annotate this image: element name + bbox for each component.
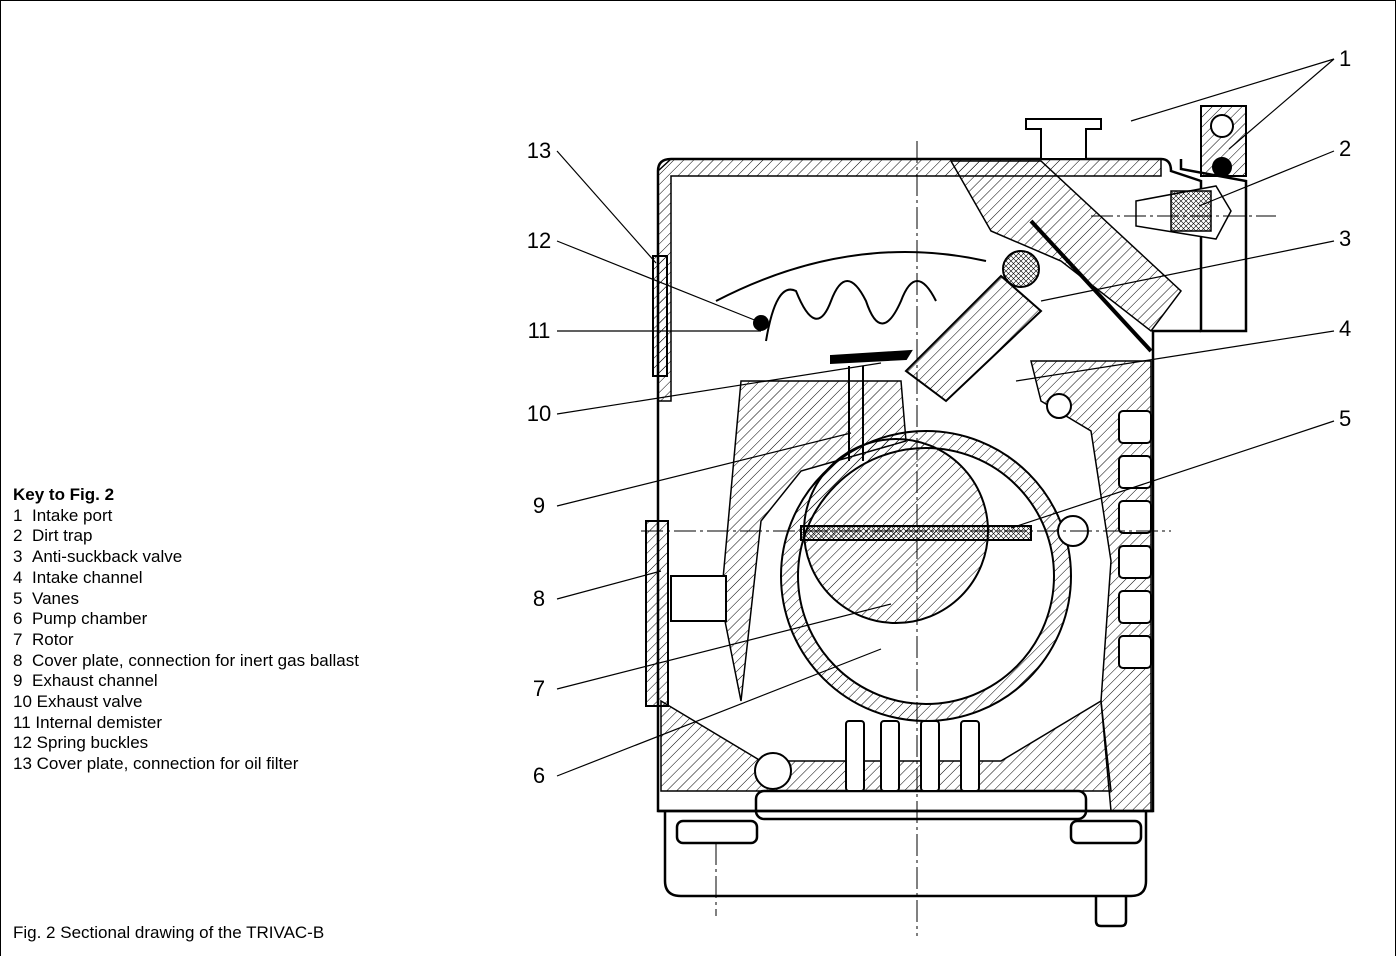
key-label: Cover plate, connection for inert gas ba…: [32, 650, 359, 670]
callout-8: 8: [533, 586, 545, 611]
key-number: 2: [13, 526, 23, 546]
key-label: Exhaust valve: [36, 692, 143, 712]
key-number: 8: [13, 650, 23, 670]
callout-4: 4: [1339, 316, 1351, 341]
dirt-trap: [1135, 185, 1232, 240]
key-label: Anti-suckback valve: [32, 547, 183, 567]
key-number: 12: [13, 733, 32, 753]
callout-12: 12: [527, 228, 551, 253]
key-number: 10: [13, 692, 32, 712]
leader-lines: [556, 58, 1335, 777]
anti-suckback-valve: [904, 219, 1153, 403]
key-label: Intake channel: [32, 567, 143, 587]
key-label: Exhaust channel: [32, 671, 158, 691]
key-label: Dirt trap: [32, 526, 93, 546]
key-number: 7: [13, 629, 23, 649]
cover-plates: [645, 255, 727, 707]
figure-key-title: Key to Fig. 2: [13, 485, 115, 504]
key-item-9: 9 Exhaust channel: [13, 671, 359, 692]
key-label: Internal demister: [35, 712, 163, 732]
key-item-7: 7 Rotor: [13, 630, 359, 651]
callout-5: 5: [1339, 406, 1351, 431]
key-number: 3: [13, 547, 23, 567]
key-item-10: 10 Exhaust valve: [13, 692, 359, 713]
callout-2: 2: [1339, 136, 1351, 161]
key-item-3: 3 Anti-suckback valve: [13, 547, 359, 568]
key-number: 9: [13, 671, 23, 691]
key-number: 13: [13, 754, 32, 774]
key-number: 5: [13, 588, 23, 608]
callout-13: 13: [527, 138, 551, 163]
callout-9: 9: [533, 493, 545, 518]
key-item-1: 1 Intake port: [13, 506, 359, 527]
key-item-5: 5 Vanes: [13, 589, 359, 610]
key-label: Rotor: [32, 629, 74, 649]
key-label: Vanes: [32, 588, 79, 608]
callout-10: 10: [527, 401, 551, 426]
key-item-2: 2 Dirt trap: [13, 526, 359, 547]
key-item-11: 11 Internal demister: [13, 713, 359, 734]
key-item-13: 13 Cover plate, connection for oil filte…: [13, 754, 359, 775]
callout-1: 1: [1339, 46, 1351, 71]
center-lines: [641, 141, 1276, 936]
key-number: 11: [13, 712, 31, 732]
key-label: Intake port: [32, 505, 113, 525]
key-item-6: 6 Pump chamber: [13, 609, 359, 630]
key-number: 6: [13, 609, 23, 629]
key-label: Pump chamber: [32, 609, 148, 629]
key-number: 4: [13, 567, 23, 587]
key-item-12: 12 Spring buckles: [13, 733, 359, 754]
key-number: 1: [13, 505, 23, 525]
callout-numbers: 1 2 3 4 5 6 7 8 9 10 11 12 13: [527, 46, 1351, 788]
callout-7: 7: [533, 676, 545, 701]
cooling-fins: [845, 410, 1152, 792]
key-label: Spring buckles: [36, 733, 149, 753]
key-item-4: 4 Intake channel: [13, 568, 359, 589]
callout-6: 6: [533, 763, 545, 788]
key-label: Cover plate, connection for oil filter: [36, 754, 299, 774]
key-item-8: 8 Cover plate, connection for inert gas b…: [13, 651, 359, 672]
callout-3: 3: [1339, 226, 1351, 251]
pump-rotor-assembly: [754, 393, 1089, 790]
callout-11: 11: [528, 318, 551, 343]
figure-caption: Fig. 2 Sectional drawing of the TRIVAC-B: [13, 923, 325, 942]
